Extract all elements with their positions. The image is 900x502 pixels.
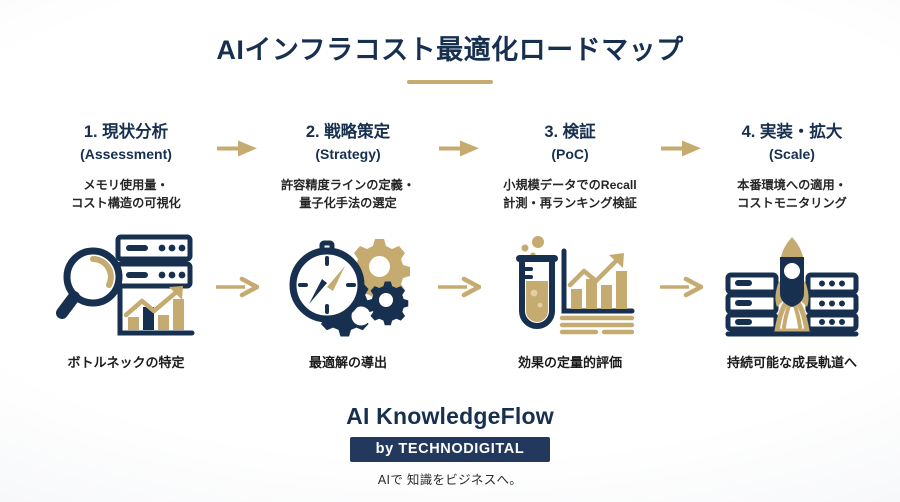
page-title-block: AIインフラコスト最適化ロードマップ bbox=[0, 34, 900, 85]
compass-gears-icon bbox=[283, 232, 413, 340]
arrow-right-icon bbox=[658, 276, 704, 298]
steps-header-row: 1. 現状分析 (Assessment) メモリ使用量・ コスト構造の可視化 2… bbox=[38, 122, 862, 213]
brand-tagline: AIで 知識をビジネスへ。 bbox=[377, 473, 523, 487]
icon-caption: 持続可能な成長軌道へ bbox=[726, 355, 857, 370]
step-2: 2. 戦略策定 (Strategy) 許容精度ラインの定義・ 量子化手法の選定 bbox=[260, 122, 436, 213]
title-underline-accent bbox=[407, 80, 493, 85]
brand-block: AI KnowledgeFlow by TECHNODIGITAL AIで 知識… bbox=[0, 403, 900, 488]
icons-row: ボトルネックの特定 bbox=[38, 232, 862, 371]
step-subtitle: (Assessment) bbox=[80, 145, 172, 162]
test-tube-chart-icon bbox=[504, 232, 636, 340]
brand-name: AI KnowledgeFlow bbox=[346, 403, 554, 429]
step-description: 本番環境への適用・ コストモニタリング bbox=[737, 177, 847, 211]
arrow-right-icon bbox=[214, 138, 260, 158]
icon-cell-1: ボトルネックの特定 bbox=[38, 232, 214, 371]
step-subtitle: (PoC) bbox=[551, 145, 589, 162]
icon-cell-4: 持続可能な成長軌道へ bbox=[704, 232, 880, 371]
icon-caption: 最適解の導出 bbox=[308, 355, 387, 370]
step-subtitle: (Strategy) bbox=[315, 145, 381, 162]
magnifier-server-chart-icon bbox=[56, 232, 196, 340]
step-3: 3. 検証 (PoC) 小規模データでのRecall 計測・再ランキング検証 bbox=[482, 122, 658, 213]
step-subtitle: (Scale) bbox=[769, 145, 815, 162]
arrow-right-icon bbox=[436, 138, 482, 158]
step-description: 許容精度ラインの定義・ 量子化手法の選定 bbox=[280, 177, 416, 211]
step-1: 1. 現状分析 (Assessment) メモリ使用量・ コスト構造の可視化 bbox=[38, 122, 214, 213]
arrow-right-icon bbox=[436, 276, 482, 298]
rocket-server-icon bbox=[722, 232, 862, 340]
arrow-right-icon bbox=[658, 138, 704, 158]
step-title: 2. 戦略策定 bbox=[305, 123, 391, 141]
step-title: 4. 実装・拡大 bbox=[741, 123, 843, 141]
page-title: AIインフラコスト最適化ロードマップ bbox=[216, 35, 684, 65]
icon-cell-3: 効果の定量的評価 bbox=[482, 232, 658, 371]
brand-by-label: by TECHNODIGITAL bbox=[349, 437, 551, 462]
icon-caption: 効果の定量的評価 bbox=[517, 355, 622, 370]
arrow-right-icon bbox=[214, 276, 260, 298]
step-description: 小規模データでのRecall 計測・再ランキング検証 bbox=[503, 177, 637, 211]
step-title: 3. 検証 bbox=[544, 123, 596, 141]
icon-cell-2: 最適解の導出 bbox=[260, 232, 436, 371]
step-description: メモリ使用量・ コスト構造の可視化 bbox=[71, 177, 181, 211]
icon-caption: ボトルネックの特定 bbox=[67, 355, 185, 370]
step-4: 4. 実装・拡大 (Scale) 本番環境への適用・ コストモニタリング bbox=[704, 122, 880, 213]
step-title: 1. 現状分析 bbox=[83, 123, 169, 141]
